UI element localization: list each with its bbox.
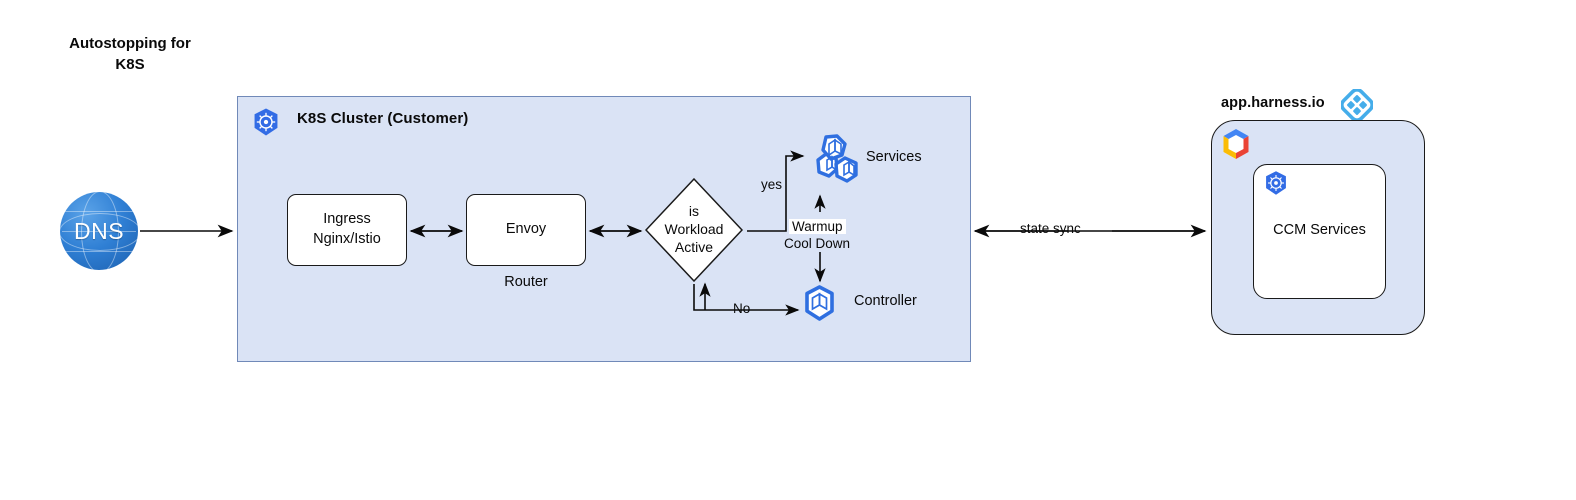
edge-label-state-sync: state sync [1018,221,1083,236]
dns-label: DNS [73,217,125,244]
decision-label: is Workload Active [664,203,724,255]
controller-label: Controller [854,293,917,309]
cluster-title: K8S Cluster (Customer) [297,110,469,127]
dns-node: DNS [60,192,138,270]
services-label: Services [866,149,922,165]
envoy-node: Envoy [466,194,586,266]
router-caption: Router [504,274,548,290]
page-title: Autostopping for K8S [69,35,191,74]
decision-node: is Workload Active [645,178,743,282]
edge-label-cool-down: Cool Down [784,236,851,251]
edge-label-yes: yes [761,177,783,192]
edge-label-warmup: Warmup [789,219,846,234]
harness-app-label: app.harness.io [1221,95,1325,111]
kubernetes-icon [251,107,281,137]
globe-icon [60,192,138,270]
ccm-services-label: CCM Services [1273,222,1366,238]
google-cloud-icon [1219,128,1253,160]
controller-pod-icon [802,285,837,321]
edge-label-no: No [733,301,751,316]
ingress-node: Ingress Nginx/Istio [287,194,407,266]
services-pods-icon [806,134,866,196]
harness-logo-icon [1340,88,1374,122]
kubernetes-icon [1263,170,1289,196]
